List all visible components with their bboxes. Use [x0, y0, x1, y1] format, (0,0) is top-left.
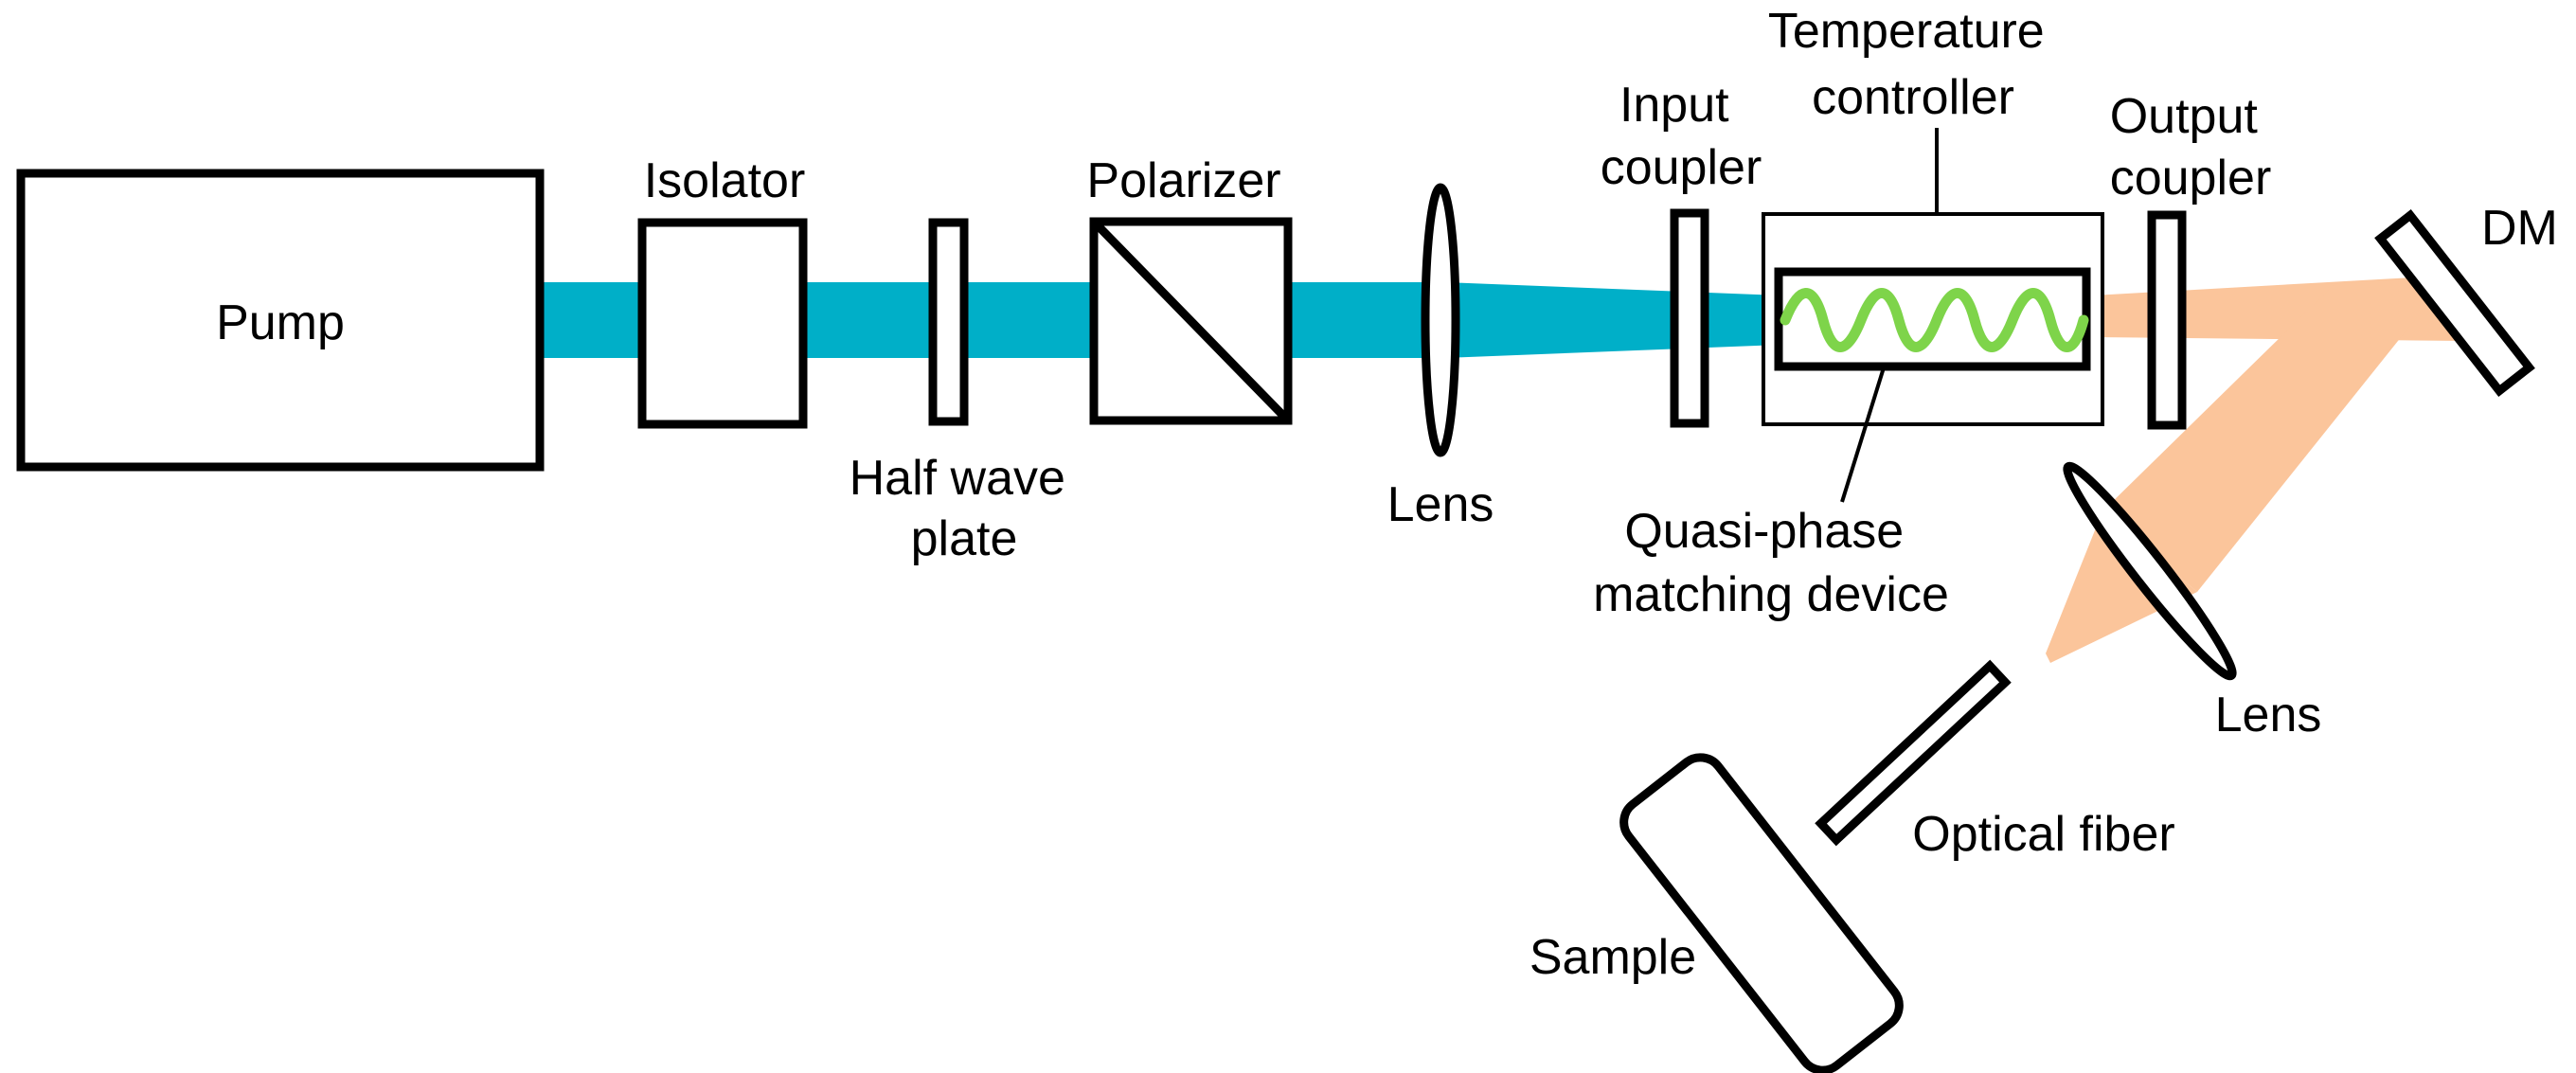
polarizer-diagonal: [1090, 218, 1292, 424]
isolator-label: Isolator: [644, 153, 806, 208]
output-beam-dm-to-lens: [2102, 284, 2443, 592]
qpm-grating: [1780, 288, 2089, 352]
output-beam-lens-to-fiber: [2046, 511, 2197, 663]
isolator-box: [637, 218, 808, 429]
lens-1: [1421, 183, 1460, 457]
output-coupler-label-line-1: Output: [2110, 89, 2259, 144]
polarizer-label: Polarizer: [1086, 153, 1280, 208]
temperature-controller-label-line-2: controller: [1812, 70, 2014, 125]
output-coupler-label-line-2: coupler: [2110, 151, 2272, 206]
output-beam: [2046, 275, 2462, 663]
dichroic-mirror: [2374, 208, 2535, 398]
qpm-device-leader: [1840, 364, 1887, 503]
pump-label: Pump: [216, 295, 345, 350]
input-coupler-label-line-2: coupler: [1601, 140, 1762, 195]
sample-slide: [1619, 753, 1904, 1073]
polarizer: [1089, 217, 1293, 425]
focused-pump-beam: [1444, 282, 1780, 358]
lens-2: [2063, 461, 2237, 681]
dm-label: DM: [2481, 201, 2558, 256]
optical-fiber-label: Optical fiber: [1912, 807, 2174, 862]
input-coupler-label-line-1: Input: [1619, 78, 1729, 133]
temperature-controller-label: Temperature controller: [1768, 4, 2058, 125]
half-wave-plate: [928, 218, 969, 426]
output-coupler: [2147, 210, 2187, 430]
lens-2-label: Lens: [2215, 688, 2322, 742]
lens-1-label: Lens: [1387, 477, 1494, 532]
temperature-controller-label-line-1: Temperature: [1768, 4, 2045, 59]
optical-fiber: [1815, 659, 2012, 847]
qpm-device-label-line-2: matching device: [1593, 567, 1949, 622]
half-wave-plate-label: Half wave plate: [850, 451, 1080, 566]
output-coupler-label: Output coupler: [2110, 89, 2272, 206]
qpm-device-label: Quasi-phase matching device: [1593, 504, 1949, 622]
sample-label: Sample: [1530, 930, 1696, 985]
qpm-device-label-line-1: Quasi-phase: [1624, 504, 1904, 559]
pump-box: [16, 169, 545, 472]
half-wave-plate-label-line-1: Half wave: [850, 451, 1065, 506]
input-coupler: [1670, 208, 1709, 428]
input-coupler-label: Input coupler: [1601, 78, 1762, 195]
half-wave-plate-label-line-2: plate: [911, 511, 1018, 566]
